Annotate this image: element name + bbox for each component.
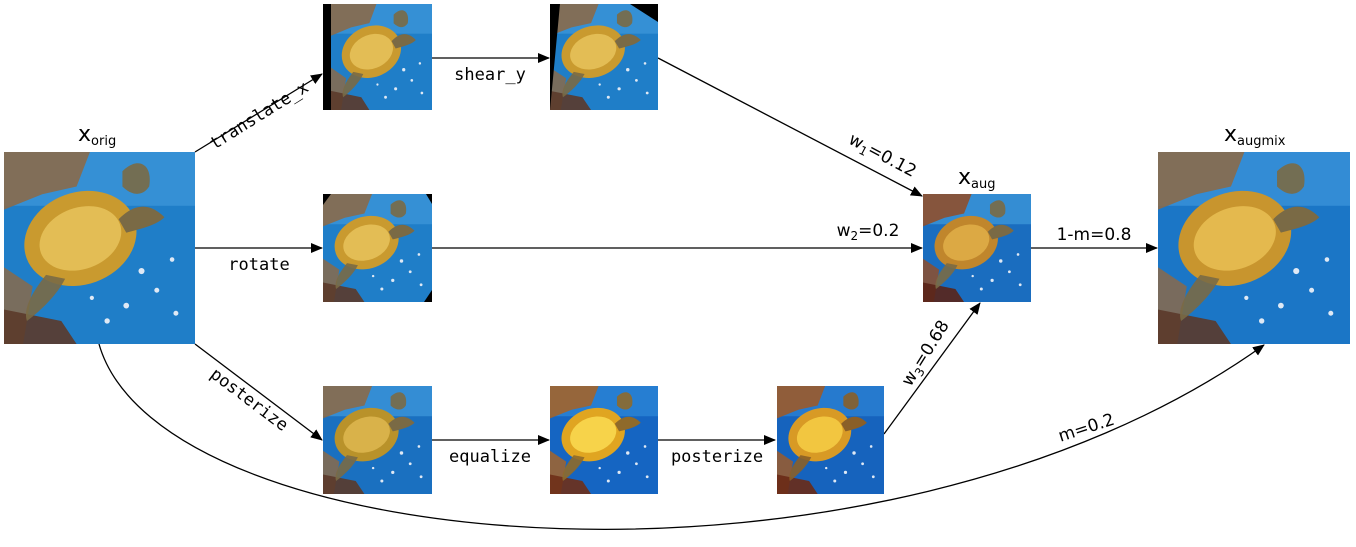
title-aug: xaug [958,165,996,192]
title-augmix: xaugmix [1224,122,1286,149]
edge-orig-translate [194,73,323,153]
weight-one-minus-m: 1-m=0.8 [1057,225,1132,245]
image-rotate [323,194,432,302]
op-posterize-1: posterize [206,364,292,435]
image-aug [923,194,1031,302]
image-equalize [550,386,658,494]
image-shear-y [550,4,658,110]
op-rotate: rotate [228,255,289,275]
weight-w3: w3=0.68 [898,317,956,391]
title-orig: xorig [78,122,116,149]
op-equalize: equalize [449,447,531,467]
image-orig [4,152,195,344]
weight-w2: w2=0.2 [837,221,900,243]
edge-orig-posterize [194,343,323,441]
image-translate-x [323,4,432,110]
op-posterize-2: posterize [671,447,763,467]
edge-orig-augmix [98,343,1265,530]
image-augmix [1158,152,1350,344]
op-shear-y: shear_y [454,65,526,85]
image-posterize-1 [323,386,432,494]
op-translate-x: translate_x [206,77,312,154]
edge-posterize-aug [883,302,981,435]
edge-shear-aug [657,57,923,197]
image-posterize-2 [777,386,884,494]
